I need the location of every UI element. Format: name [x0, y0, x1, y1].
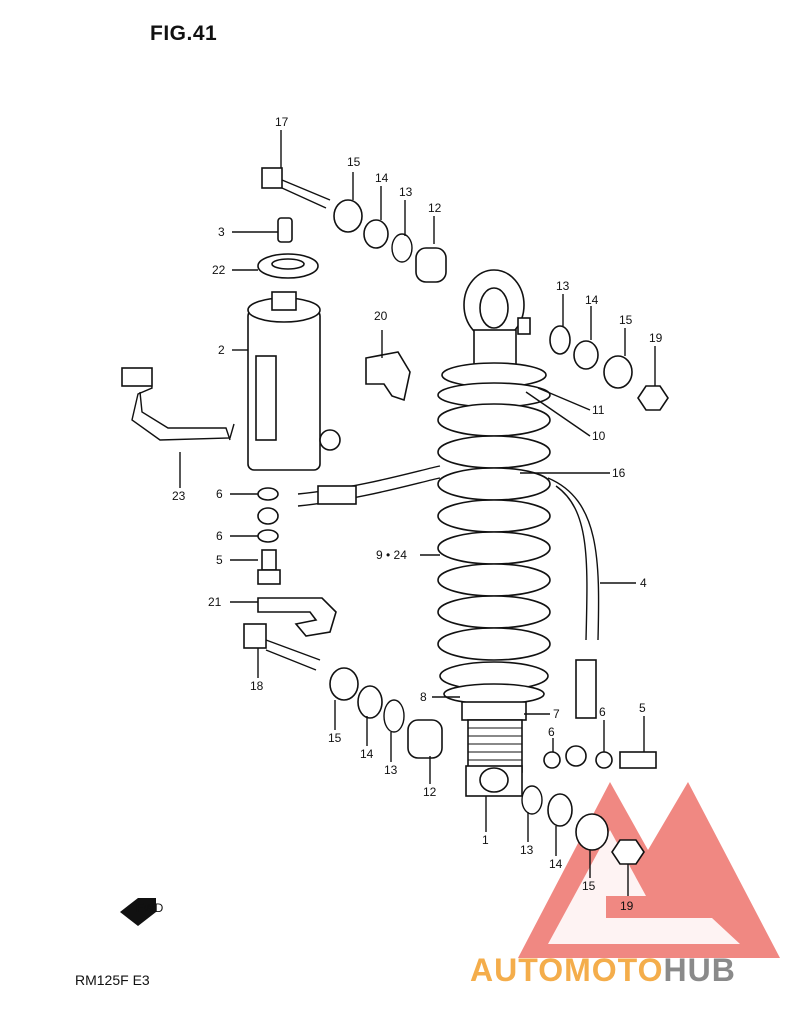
callout-13: 13: [556, 279, 570, 293]
callout-13: 13: [384, 763, 398, 777]
model-code: RM125F E3: [75, 972, 150, 988]
callout-3: 3: [218, 225, 225, 239]
callout-6: 6: [599, 705, 606, 719]
callout-2: 2: [218, 343, 225, 357]
callout-23: 23: [172, 489, 186, 503]
callout-15: 15: [328, 731, 342, 745]
callout-22: 22: [212, 263, 226, 277]
callout-14: 14: [585, 293, 599, 307]
shock-absorber: [437, 269, 551, 797]
callout-21: 21: [208, 595, 222, 609]
callout-9-24: 9 • 24: [376, 548, 407, 562]
fwd-label: FWD: [136, 901, 164, 915]
callout-18: 18: [250, 679, 264, 693]
fwd-arrow: FWD: [120, 898, 164, 926]
callout-10: 10: [592, 429, 606, 443]
callout-6: 6: [548, 725, 555, 739]
callout-8: 8: [420, 690, 427, 704]
spring-coils: [437, 403, 551, 705]
callout-13: 13: [520, 843, 534, 857]
watermark-logo: [518, 782, 780, 958]
callout-12: 12: [428, 201, 442, 215]
callout-12: 12: [423, 785, 437, 799]
callout-7: 7: [553, 707, 560, 721]
brand-part-1: AUTOMOTO: [470, 952, 664, 988]
callout-1: 1: [482, 833, 489, 847]
callout-5: 5: [639, 701, 646, 715]
callout-4: 4: [640, 576, 647, 590]
callout-14: 14: [375, 171, 389, 185]
watermark-brand: AUTOMOTOHUB: [470, 952, 736, 989]
upper-mounting-hardware: [261, 167, 669, 411]
left-banjo-fittings: [257, 487, 281, 585]
callout-19: 19: [649, 331, 663, 345]
callout-13: 13: [399, 185, 413, 199]
callout-5: 5: [216, 553, 223, 567]
callout-11: 11: [592, 403, 605, 417]
callout-15: 15: [619, 313, 633, 327]
reservoir-cap-22: [257, 253, 319, 279]
valve-cap: [277, 217, 293, 243]
reservoir-hose: [297, 465, 600, 767]
callout-14: 14: [360, 747, 374, 761]
callout-6: 6: [216, 529, 223, 543]
leader-lines: [179, 130, 656, 896]
brand-part-2: HUB: [663, 952, 736, 988]
bump-rubber: [365, 351, 411, 402]
lower-mounting-hardware: [243, 623, 657, 865]
clamp-band: [121, 367, 235, 441]
reservoir-tank: [247, 291, 341, 471]
callout-labels: 17 15 14 13 12 3 22 2 20 13 14 15 19 11 …: [172, 115, 663, 913]
callout-15: 15: [347, 155, 361, 169]
callout-15: 15: [582, 879, 596, 893]
bracket-21: [257, 597, 337, 637]
callout-20: 20: [374, 309, 388, 323]
callout-17: 17: [275, 115, 289, 129]
callout-14: 14: [549, 857, 563, 871]
callout-19: 19: [620, 899, 634, 913]
figure-title: FIG.41: [150, 22, 218, 45]
callout-6: 6: [216, 487, 223, 501]
callout-16: 16: [612, 466, 626, 480]
